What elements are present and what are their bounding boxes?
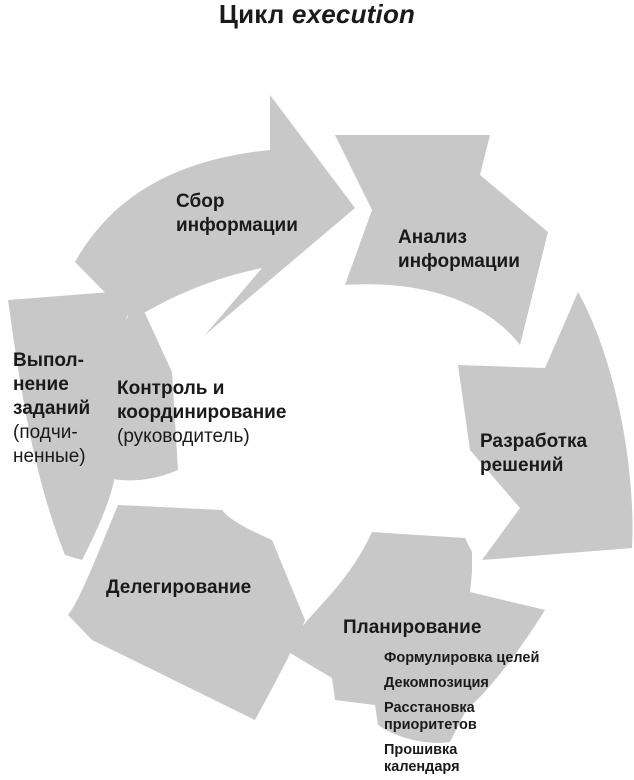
stage-label-line: Анализ xyxy=(398,227,467,248)
arrow-kontrol-koordinirovanie xyxy=(106,298,178,481)
stage-planirovanie: Планирование xyxy=(343,617,482,638)
planning-item: Формулировка целей xyxy=(384,650,540,666)
stage-razrabotka-resheniy: Разработка решений xyxy=(480,430,587,478)
stage-sbor-informatsii: Сбор информации xyxy=(176,190,298,238)
stage-label-line: Контроль и xyxy=(117,378,225,399)
arrow-vypolnenie-zadaniy xyxy=(8,290,136,560)
arrow-sbor-informatsii xyxy=(75,95,355,335)
planning-item: приоритетов xyxy=(384,717,477,733)
stage-label-line: Разработка xyxy=(480,431,588,452)
arrow-planirovanie xyxy=(285,532,545,743)
stage-label-line: ненные) xyxy=(13,446,86,467)
title-prefix: Цикл xyxy=(218,0,285,29)
stage-label-line: информации xyxy=(176,215,298,236)
arrow-analiz-informatsii xyxy=(335,135,548,345)
stage-label-line: Выпол- xyxy=(13,350,84,371)
planning-item: календаря xyxy=(384,759,460,775)
title-emphasis: execution xyxy=(291,0,416,29)
planning-item: Декомпозиция xyxy=(384,675,489,691)
arrow-razrabotka-resheniy xyxy=(458,292,633,560)
stage-label-line: Сбор xyxy=(176,191,225,212)
stage-label-line: информации xyxy=(398,251,520,272)
stage-label-line: координирование xyxy=(117,402,287,423)
planning-item: Прошивка xyxy=(384,742,458,758)
stage-label-line: (руководитель) xyxy=(117,426,250,447)
stage-label-line: нение xyxy=(13,374,69,395)
stage-kontrol-koordinirovanie: Контроль и координирование (руководитель… xyxy=(117,377,286,449)
stage-label-line: (подчи- xyxy=(13,422,78,443)
arrow-delegirovanie xyxy=(68,505,305,720)
stage-label-line: заданий xyxy=(13,398,91,419)
planning-item: Расстановка xyxy=(384,700,475,716)
stage-delegirovanie: Делегирование xyxy=(106,577,252,598)
stage-analiz-informatsii: Анализ информации xyxy=(398,226,520,274)
stage-label-line: решений xyxy=(480,455,564,476)
diagram-title: Цикл execution xyxy=(0,0,634,28)
stage-vypolnenie-zadaniy: Выпол- нение заданий (подчи- ненные) xyxy=(13,349,90,469)
